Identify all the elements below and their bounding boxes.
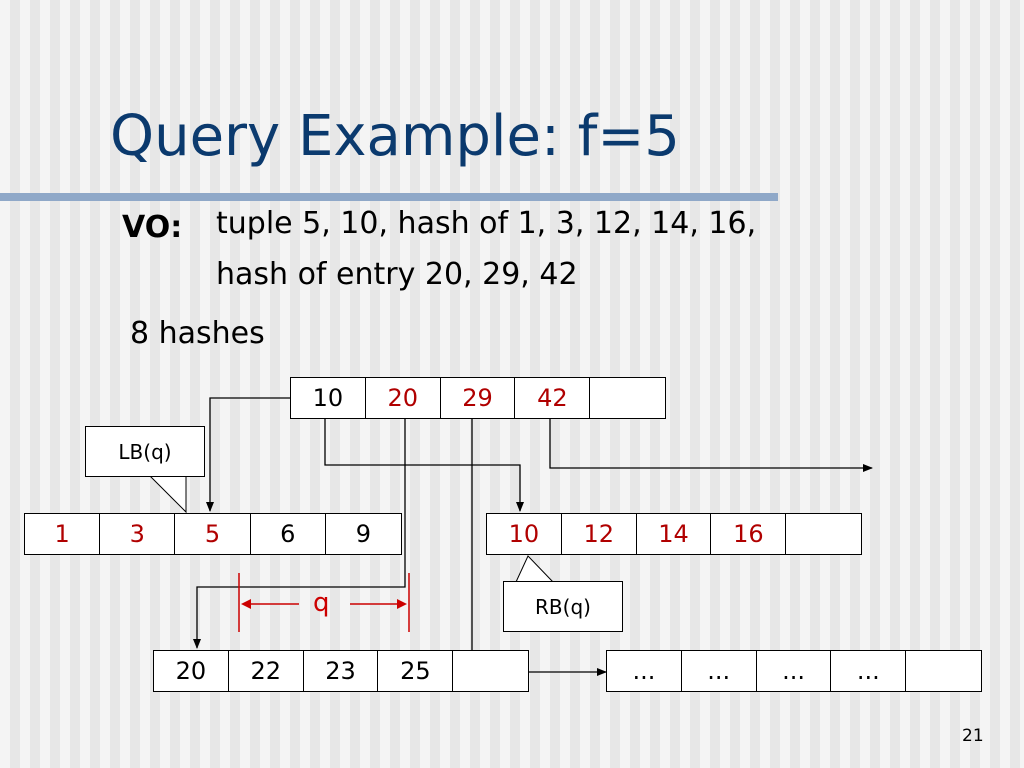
node-cell: 14 [637,514,712,554]
hash-count: 8 hashes [130,316,265,351]
vo-line-2: hash of entry 20, 29, 42 [216,257,578,292]
bottom-left-leaf-node: 20 22 23 25 [153,650,529,692]
node-cell: 12 [562,514,637,554]
node-cell: 16 [711,514,787,554]
node-cell: 10 [487,514,562,554]
node-cell: 9 [355,520,372,548]
node-cell: 3 [100,514,176,554]
lb-callout: LB(q) [85,426,205,477]
node-cell: 5 [175,514,251,554]
node-cell [590,378,665,418]
slide-title: Query Example: f=5 [110,104,680,169]
node-cell: 25 [378,651,454,691]
node-cell: 20 [154,651,229,691]
range-left-arrowhead [241,599,251,609]
node-cell [906,651,981,691]
node-cell: 22 [229,651,304,691]
node-cell: 29 [441,378,516,418]
node-cell [786,514,861,554]
query-range-label: q [313,588,330,618]
node-cell: 10 [291,378,366,418]
pointer-root-to-bottom-left-leaf [193,418,406,649]
pointer-root-to-next [549,418,873,472]
node-cell: 42 [515,378,591,418]
root-node: 10 20 29 42 [290,377,666,419]
node-cell: 20 [366,378,441,418]
title-underline [0,193,778,201]
page-number: 21 [962,726,984,746]
rb-callout-tail [515,555,554,583]
node-cell: ... [682,651,757,691]
left-leaf-node: 1 3 5 6 9 [24,513,402,555]
rb-callout-label: RB(q) [535,594,591,619]
node-cell: ... [607,651,682,691]
lb-callout-label: LB(q) [118,439,172,464]
node-cell: 1 [25,514,101,554]
node-cell: 6 [251,514,326,554]
pointer-root-to-left-leaf [206,397,290,512]
vo-line-1: tuple 5, 10, hash of 1, 3, 12, 14, 16, [216,206,757,241]
vo-label: VO: [122,210,183,245]
range-right-arrowhead [397,599,407,609]
bottom-right-leaf-node: ... ... ... ... [606,650,982,692]
right-leaf-node: 10 12 14 16 [486,513,862,555]
node-cell: ... [757,651,832,691]
node-cell: 23 [304,651,379,691]
rb-callout: RB(q) [503,581,623,632]
pointer-root-to-right-leaf [324,418,524,512]
lb-callout-tail [149,475,187,514]
node-cell [453,651,528,691]
node-cell: ... [831,651,907,691]
